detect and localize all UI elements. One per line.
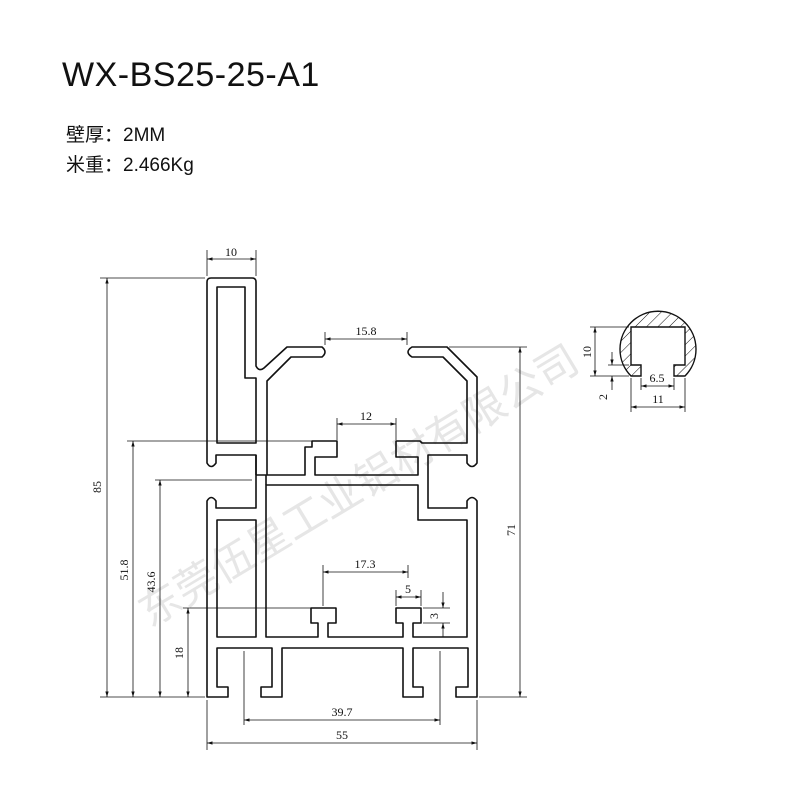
spec-value: 2MM <box>123 125 166 146</box>
spec-label: 壁厚： <box>66 125 124 146</box>
dim-top-width: 10 <box>225 245 237 259</box>
strip-section-hatched <box>619 310 697 377</box>
dim-t-slot-spacing: 17.3 <box>355 557 376 571</box>
strip-dim-width: 11 <box>652 392 664 406</box>
dim-top-opening: 15.8 <box>356 324 377 338</box>
spec-label: 米重： <box>66 155 124 176</box>
lower-left-cavity <box>216 519 257 638</box>
strip-dim-height: 10 <box>580 346 594 358</box>
main-profile <box>206 277 478 698</box>
dim-t-slot-height: 3 <box>427 613 441 619</box>
profile-title: WX-BS25-25-A1 <box>62 56 320 94</box>
main-chamber <box>265 484 468 638</box>
upper-left-cavity <box>216 286 257 444</box>
dim-t-slot-width: 5 <box>405 582 411 596</box>
strip-dim-opening: 6.5 <box>650 371 665 385</box>
dim-height-18: 18 <box>172 647 186 659</box>
weight-per-meter-spec: 米重：2.466Kg <box>66 150 194 177</box>
web-wall <box>256 474 267 485</box>
dimensions-main: 10 15.8 12 17.3 5 3 39.7 55 85 51.8 43.6 <box>90 245 527 750</box>
dim-foot-spacing: 39.7 <box>332 705 353 719</box>
spec-value: 2.466Kg <box>123 155 194 176</box>
strip-profile: 10 2 6.5 11 <box>580 310 697 412</box>
strip-dim-lip: 2 <box>596 394 610 400</box>
dim-height-43: 43.6 <box>144 572 158 593</box>
profile-outline <box>206 277 478 698</box>
wall-thickness-spec: 壁厚：2MM <box>66 120 165 147</box>
dim-right-height: 71 <box>504 524 518 536</box>
dim-slot-width: 12 <box>360 409 372 423</box>
dim-height-51: 51.8 <box>117 560 131 581</box>
dim-total-width: 55 <box>336 728 348 742</box>
dim-total-height: 85 <box>90 481 104 493</box>
